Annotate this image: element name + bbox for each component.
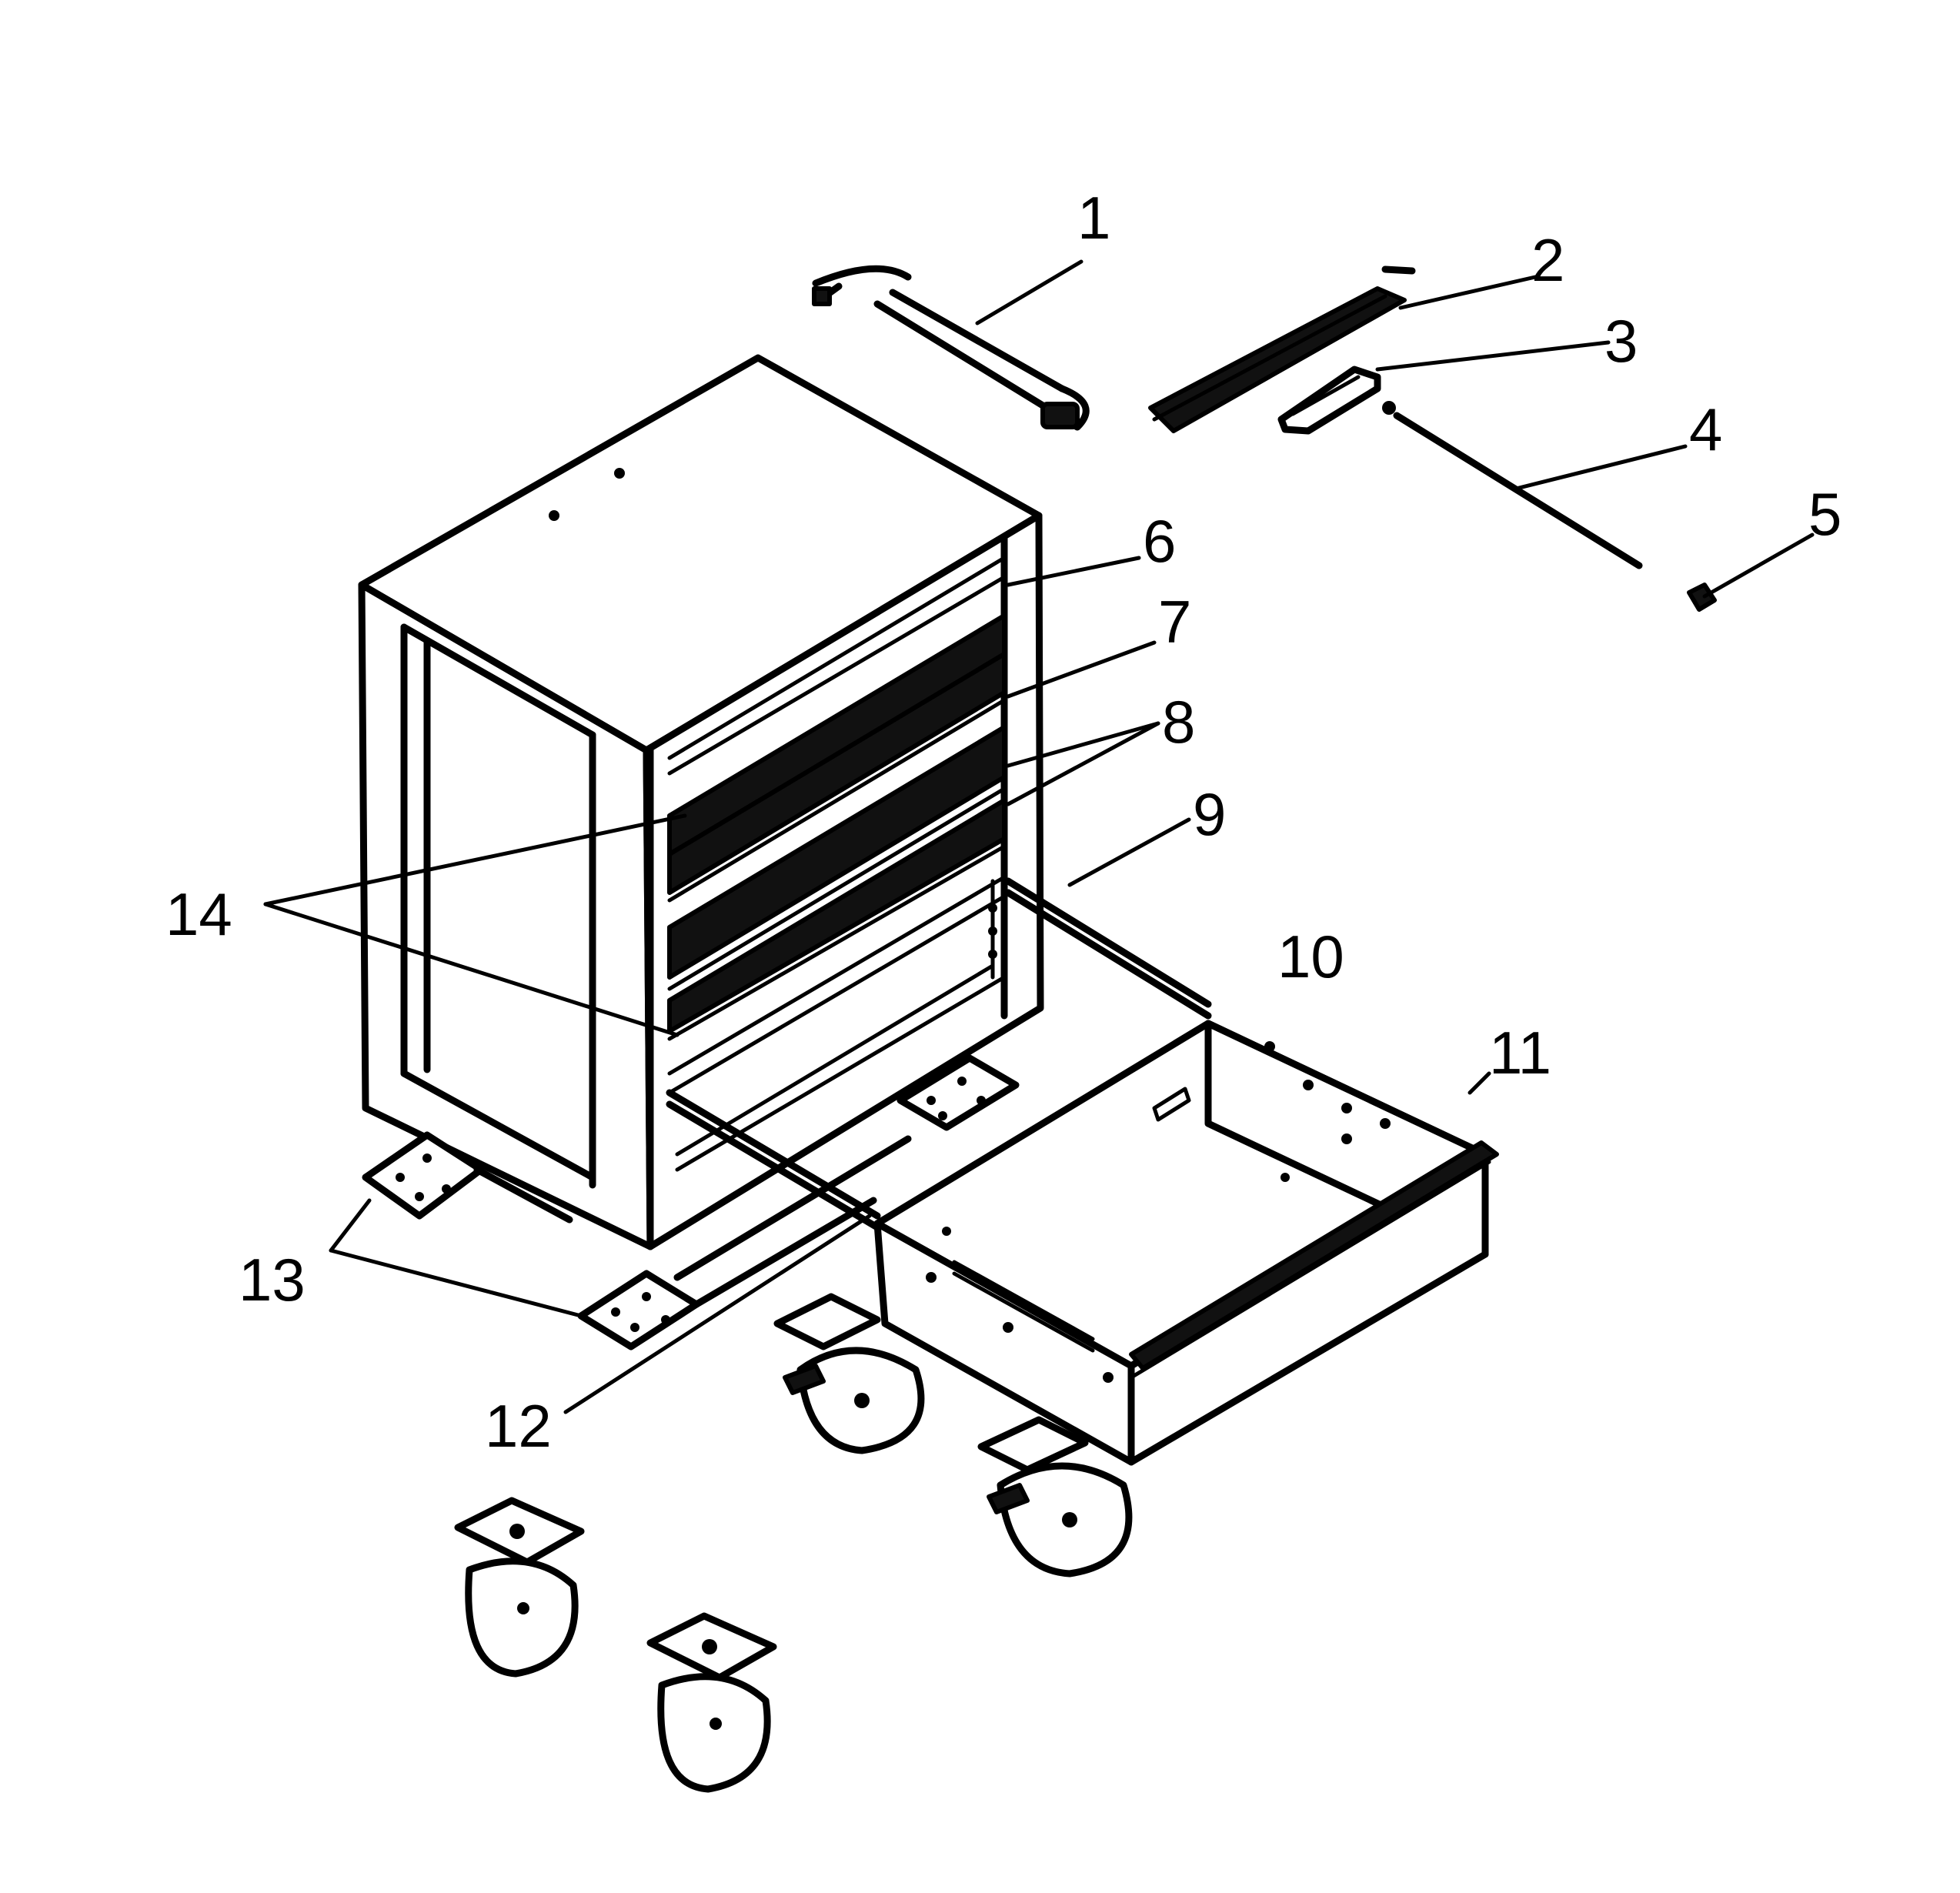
part-5-screw bbox=[1687, 583, 1717, 612]
part-4-rod bbox=[1382, 401, 1643, 569]
caster-front-right bbox=[977, 1416, 1133, 1578]
part-1-handle bbox=[812, 265, 1090, 431]
part-2-rail bbox=[1148, 265, 1416, 433]
callout-6: 6 bbox=[1143, 507, 1176, 575]
leader-lines bbox=[263, 259, 1815, 1414]
callout-5: 5 bbox=[1808, 480, 1841, 548]
part-3-bracket bbox=[1277, 366, 1381, 435]
callout-9: 9 bbox=[1193, 780, 1226, 848]
callout-4: 4 bbox=[1689, 396, 1722, 463]
callout-3: 3 bbox=[1604, 307, 1638, 375]
callout-8: 8 bbox=[1162, 688, 1195, 756]
callout-7: 7 bbox=[1158, 588, 1191, 656]
base-plates bbox=[362, 1054, 1020, 1350]
callout-11: 11 bbox=[1489, 1019, 1551, 1087]
drawer-slide-rails bbox=[666, 877, 1212, 1231]
callout-14: 14 bbox=[165, 880, 232, 948]
part-11-drawer-handle bbox=[1129, 1140, 1499, 1380]
caster-front-left bbox=[773, 1293, 925, 1454]
callout-1: 1 bbox=[1077, 184, 1110, 252]
callout-13: 13 bbox=[239, 1246, 306, 1314]
callout-10: 10 bbox=[1277, 923, 1344, 990]
callout-2: 2 bbox=[1531, 226, 1564, 294]
caster-rear-right bbox=[646, 1612, 777, 1793]
cabinet-body bbox=[358, 354, 1044, 1250]
caster-rear-left bbox=[454, 1497, 585, 1678]
callout-12: 12 bbox=[485, 1392, 552, 1460]
callout-numbers: 1 2 3 4 5 6 7 8 9 10 11 12 13 14 bbox=[165, 184, 1841, 1460]
